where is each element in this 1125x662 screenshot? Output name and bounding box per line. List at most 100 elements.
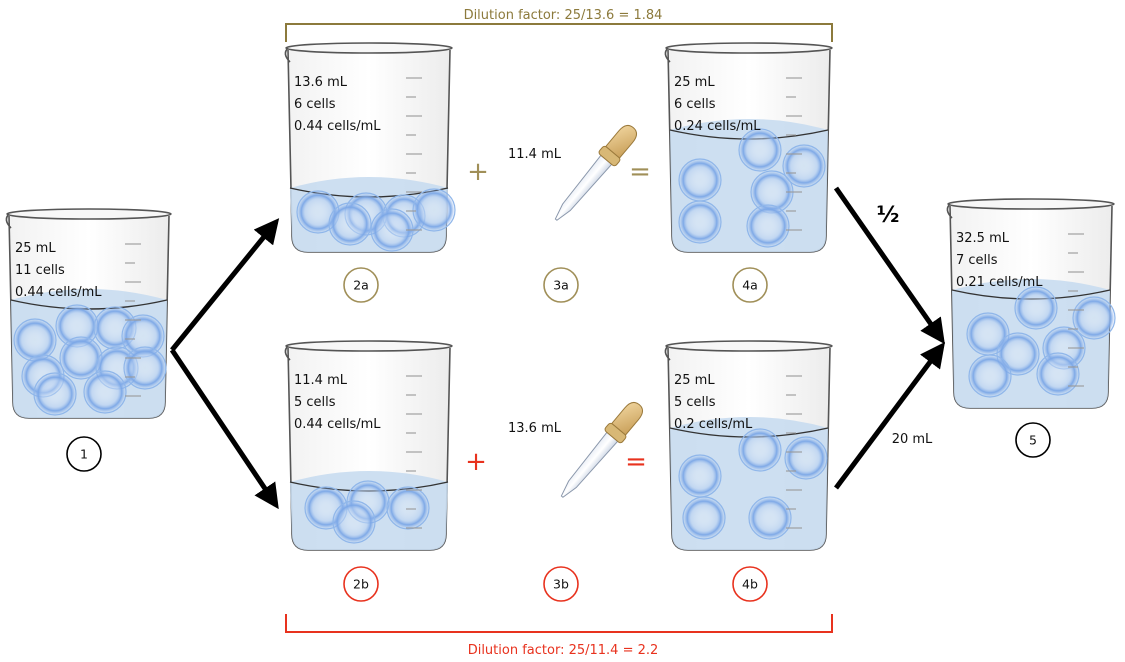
cell <box>682 496 726 540</box>
cell <box>738 428 782 472</box>
beaker-volume: 25 mL <box>15 241 56 256</box>
cell <box>678 454 722 498</box>
step-label-text: 2b <box>353 577 369 592</box>
step-label-text: 3b <box>553 577 569 592</box>
twenty-ml-label: 20 mL <box>892 432 933 447</box>
step-label-text: 4a <box>742 278 758 293</box>
dropper-tube <box>554 154 613 221</box>
step-label-circle <box>343 267 379 303</box>
cell <box>784 436 828 480</box>
plus-sign-top: + <box>467 157 489 187</box>
beaker-conc: 0.2 cells/mL <box>674 417 753 432</box>
beaker-conc: 0.24 cells/mL <box>674 119 761 134</box>
beaker-cells: 5 cells <box>674 395 716 410</box>
bottom-bracket-line <box>285 614 833 633</box>
arrow-1-to-2b <box>169 348 279 510</box>
step-label-text: 1 <box>80 447 88 462</box>
dropper-3b: 13.6 mL <box>508 401 644 498</box>
arrow-1-to-2a <box>170 218 280 352</box>
flow-arrows: ½ 20 mL <box>169 186 945 510</box>
plus-sign-bottom: + <box>465 447 487 477</box>
cell <box>332 500 376 544</box>
dropper-3a: 11.4 mL <box>508 124 638 221</box>
bottom-dilution-factor: Dilution factor: 25/11.4 = 2.2 <box>468 643 659 658</box>
beaker-volume: 25 mL <box>674 373 715 388</box>
cell <box>746 204 790 248</box>
droppers: 11.4 mL 13.6 mL <box>508 124 644 498</box>
beaker-cells: 6 cells <box>674 97 716 112</box>
cell <box>1014 286 1058 330</box>
beaker-rim <box>285 340 453 352</box>
beaker-4b: 25 mL 5 cells 0.2 cells/mL <box>664 340 833 551</box>
step-labels: 1 2a 4a 2b 4b 5 3a 3b <box>66 267 1051 602</box>
top-bracket-line <box>285 23 833 42</box>
step-label-text: 5 <box>1029 433 1037 448</box>
step-label-5: 5 <box>1015 422 1051 458</box>
cell <box>678 200 722 244</box>
cell <box>748 496 792 540</box>
beaker-spout <box>664 47 671 63</box>
beaker-cells: 5 cells <box>294 395 336 410</box>
step-label-text: 4b <box>742 577 758 592</box>
dropper-tube <box>560 431 619 498</box>
cell <box>968 354 1012 398</box>
step-label-2a: 2a <box>343 267 379 303</box>
step-label-text: 3a <box>553 278 569 293</box>
cell <box>123 346 167 390</box>
step-label-3b: 3b <box>543 566 579 602</box>
top-dilution-factor: Dilution factor: 25/13.6 = 1.84 <box>464 8 663 23</box>
dropper-body <box>554 124 638 221</box>
cell <box>33 372 77 416</box>
beaker-cells: 11 cells <box>15 263 65 278</box>
step-label-circle <box>66 436 102 472</box>
step-label-1: 1 <box>66 436 102 472</box>
step-label-circle <box>732 267 768 303</box>
step-label-2b: 2b <box>343 566 379 602</box>
cell <box>782 144 826 188</box>
beaker-rim <box>6 208 172 220</box>
step-label-circle <box>543 267 579 303</box>
cell <box>738 128 782 172</box>
half-label: ½ <box>877 203 900 228</box>
beaker-spout <box>946 203 953 219</box>
beaker-rim <box>665 42 833 54</box>
cell <box>1072 296 1116 340</box>
beaker-volume: 11.4 mL <box>294 373 348 388</box>
cell <box>412 188 456 232</box>
step-label-3a: 3a <box>543 267 579 303</box>
beaker-conc: 0.44 cells/mL <box>294 119 381 134</box>
beaker-spout <box>284 47 291 63</box>
dropper-volume: 11.4 mL <box>508 147 562 162</box>
beaker-volume: 32.5 mL <box>956 231 1010 246</box>
dropper-bulb <box>611 401 644 436</box>
dropper-volume: 13.6 mL <box>508 421 562 436</box>
cell <box>13 318 57 362</box>
step-label-4b: 4b <box>732 566 768 602</box>
step-label-circle <box>1015 422 1051 458</box>
step-label-4a: 4a <box>732 267 768 303</box>
bottom-dilution-bracket: Dilution factor: 25/11.4 = 2.2 <box>285 614 833 658</box>
cell <box>678 158 722 202</box>
dropper-body <box>560 401 644 498</box>
cell <box>328 202 372 246</box>
beaker-cells: 7 cells <box>956 253 998 268</box>
step-label-text: 2a <box>353 278 369 293</box>
beaker-2a: 13.6 mL 6 cells 0.44 cells/mL <box>284 42 456 253</box>
beaker-volume: 13.6 mL <box>294 75 348 90</box>
step-label-circle <box>543 566 579 602</box>
arrow-4b-to-5 <box>833 341 945 490</box>
beaker-4a: 25 mL 6 cells 0.24 cells/mL <box>664 42 833 253</box>
beaker-spout <box>284 345 291 361</box>
beaker-volume: 25 mL <box>674 75 715 90</box>
beakers: 25 mL 11 cells 0.44 cells/mL 13.6 mL 6 cells… <box>5 42 1116 551</box>
top-dilution-bracket: Dilution factor: 25/13.6 = 1.84 <box>285 8 833 42</box>
step-label-circle <box>343 566 379 602</box>
beaker-spout <box>664 345 671 361</box>
beaker-rim <box>947 198 1115 210</box>
beaker-cells: 6 cells <box>294 97 336 112</box>
dropper-bulb <box>605 124 638 159</box>
